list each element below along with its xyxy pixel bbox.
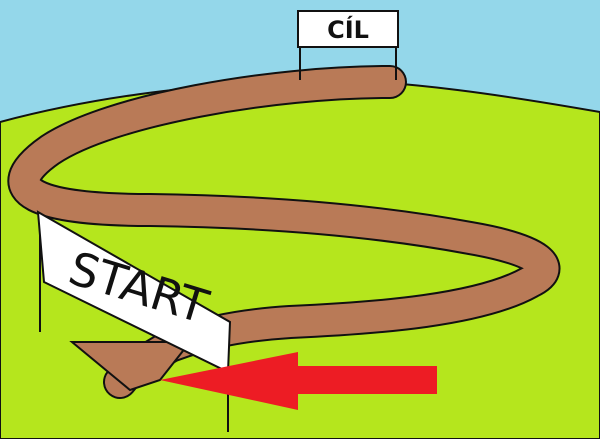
winding-track bbox=[7, 65, 561, 399]
left-arrow-icon bbox=[160, 352, 437, 410]
finish-board bbox=[297, 10, 399, 48]
finish-sign: CÍL bbox=[297, 10, 399, 80]
finish-label: CÍL bbox=[327, 15, 369, 44]
